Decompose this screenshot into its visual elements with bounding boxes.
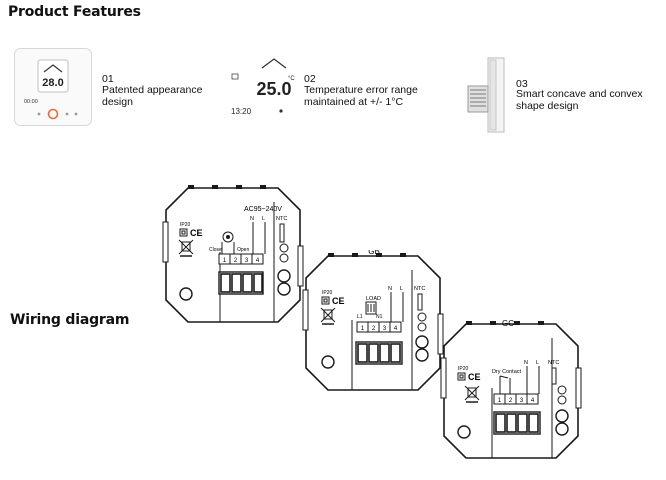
module-gb: GB N L NTC LOAD IP20 CE L1 N1 1 2 3 4 bbox=[300, 247, 446, 396]
feature-03-line1: Smart concave and convex bbox=[516, 88, 643, 100]
feature-01-line1: Patented appearance bbox=[102, 84, 203, 96]
feature-02-image: 25.0 °C 13:20 bbox=[226, 54, 302, 120]
module-ga-t1: 1 bbox=[223, 258, 227, 264]
module-ga-t2: 2 bbox=[234, 258, 238, 264]
module-gc-l-label: L bbox=[536, 360, 539, 366]
module-gc-ntc-label: NTC bbox=[548, 360, 559, 366]
module-ga-label: GA bbox=[218, 182, 230, 183]
module-gb-label: GB bbox=[368, 250, 380, 256]
module-gc-t2: 2 bbox=[509, 398, 513, 404]
thermostat-side-icon bbox=[467, 57, 505, 133]
module-gb-cert: CE bbox=[332, 296, 345, 306]
temperature-display-icon: 25.0 °C 13:20 bbox=[231, 58, 295, 116]
module-ga-n-label: N bbox=[250, 216, 254, 222]
module-gc: GC N L NTC Dry Contact IP20 CE 1 2 3 4 bbox=[438, 318, 584, 464]
feature-01-screen-clock: 00:00 bbox=[24, 99, 38, 105]
feature-01-screen-value: 28.0 bbox=[42, 77, 63, 89]
feature-02-screen-clock: 13:20 bbox=[231, 107, 252, 116]
module-gb-rating: IP20 bbox=[322, 290, 333, 296]
module-ga-t4: 4 bbox=[256, 258, 260, 264]
module-ga-supply: AC95~240V bbox=[244, 206, 282, 213]
module-ga-ntc-label: NTC bbox=[276, 216, 287, 222]
feature-01-number: 01 bbox=[102, 73, 114, 85]
wiring-diagram-title: Wiring diagram bbox=[10, 312, 130, 328]
feature-03-number: 03 bbox=[516, 78, 528, 90]
feature-02-line2: maintained at +/- 1°C bbox=[304, 96, 404, 108]
feature-03-image bbox=[462, 56, 518, 136]
module-gc-t4: 4 bbox=[531, 398, 535, 404]
feature-02-screen-value: 25.0 bbox=[256, 79, 291, 99]
module-ga-cert: CE bbox=[190, 228, 203, 238]
module-gc-n-label: N bbox=[524, 360, 528, 366]
module-ga: GA AC95~240V N L NTC IP20 CE Close Open … bbox=[160, 174, 306, 328]
module-ga-l-label: L bbox=[262, 216, 265, 222]
module-ga-rating: IP20 bbox=[180, 222, 191, 228]
feature-01-image: 28.0 00:00 bbox=[14, 48, 92, 126]
module-gb-n-label: N bbox=[388, 286, 392, 292]
module-gc-rating: IP20 bbox=[458, 366, 469, 372]
module-gb-l-label: L bbox=[400, 286, 403, 292]
module-gc-weee-icon bbox=[464, 385, 480, 403]
feature-02-number: 02 bbox=[304, 73, 316, 85]
thermostat-front-icon: 28.0 00:00 bbox=[14, 48, 92, 126]
module-gb-t1: 1 bbox=[361, 326, 365, 332]
module-gc-dry-label: Dry Contact bbox=[492, 369, 522, 375]
feature-02-screen-unit: °C bbox=[288, 76, 295, 82]
module-gb-t3: 3 bbox=[383, 326, 387, 332]
module-ga-weee-icon bbox=[178, 239, 194, 257]
module-gb-l1-label: L1 bbox=[357, 314, 363, 320]
module-ga-t3: 3 bbox=[245, 258, 249, 264]
product-features-title: Product Features bbox=[8, 4, 141, 20]
module-gb-t4: 4 bbox=[394, 326, 398, 332]
module-gc-cert: CE bbox=[468, 372, 481, 382]
module-ga-open-label: Open bbox=[237, 247, 249, 253]
module-gc-t3: 3 bbox=[520, 398, 524, 404]
feature-01-line2: design bbox=[102, 96, 133, 108]
module-gb-ntc-label: NTC bbox=[414, 286, 425, 292]
module-gb-load-label: LOAD bbox=[366, 296, 381, 302]
feature-03-line2: shape design bbox=[516, 100, 579, 112]
module-gb-t2: 2 bbox=[372, 326, 376, 332]
module-ga-close-label: Close bbox=[209, 247, 222, 253]
module-gb-weee-icon bbox=[320, 307, 336, 325]
module-gb-n1-label: N1 bbox=[376, 314, 383, 320]
feature-02-line1: Temperature error range bbox=[304, 84, 418, 96]
module-gc-label: GC bbox=[502, 319, 514, 328]
module-gc-t1: 1 bbox=[498, 398, 502, 404]
